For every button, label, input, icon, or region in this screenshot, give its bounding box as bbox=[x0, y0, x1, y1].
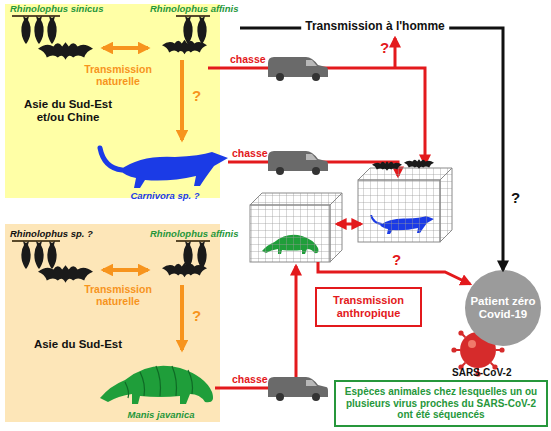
hunting-arrow bbox=[215, 266, 296, 388]
caged-bat bbox=[404, 159, 434, 169]
transmission-arrow bbox=[180, 285, 184, 350]
node-text: Asie du Sud-Est et/ou Chine bbox=[18, 98, 118, 124]
node-text: Transmission anthropique bbox=[317, 294, 420, 319]
hunting-arrow bbox=[228, 162, 398, 176]
van-icon bbox=[268, 151, 328, 175]
edge-label: ? bbox=[192, 88, 201, 105]
hunting-label: chasse bbox=[232, 374, 268, 386]
flying-bat bbox=[38, 265, 93, 283]
cage-side bbox=[440, 168, 452, 242]
van-icon bbox=[268, 57, 328, 81]
virus-spike bbox=[458, 330, 463, 335]
flying-bat bbox=[38, 42, 93, 60]
pangolin-scales bbox=[125, 366, 193, 398]
hanging-bat bbox=[197, 16, 206, 44]
patient-circle: Patient zéro Covid-19 bbox=[465, 270, 541, 346]
pangolin-body bbox=[100, 366, 213, 404]
node-text: Patient zéro Covid-19 bbox=[465, 295, 541, 321]
hanging-bat bbox=[47, 16, 56, 44]
caged-pangolin bbox=[262, 235, 319, 254]
transmission-arrow bbox=[240, 28, 503, 270]
species-name: Carnivora sp. ? bbox=[98, 191, 232, 202]
edge-label: Transmission naturelle bbox=[78, 64, 158, 88]
species-name: Rhinolophus affinis bbox=[150, 229, 239, 240]
transmission-arrow bbox=[103, 46, 148, 50]
region-box: Asie du Sud-Est et/ou Chine Rhinolophus s… bbox=[5, 4, 220, 198]
virus-highlight bbox=[468, 340, 476, 348]
hanging-bat bbox=[183, 241, 192, 269]
species-group: Manis javanica bbox=[95, 350, 227, 422]
hanging-bat bbox=[21, 16, 30, 44]
species-name: Rhinolophus sp. ? bbox=[10, 229, 93, 240]
edge-label: Transmission naturelle bbox=[78, 284, 158, 308]
region-box: Asie du Sud-EstRhinolophus sp. ?Rhinolop… bbox=[5, 224, 220, 422]
anthropic-arrows bbox=[318, 224, 470, 284]
note-box: Espèces animales chez lesquelles un ou p… bbox=[334, 380, 548, 427]
civet-tail bbox=[100, 148, 122, 170]
species-group: Rhinolophus affinis bbox=[148, 228, 240, 285]
species-group: Carnivora sp. ? bbox=[98, 140, 232, 204]
species-group: Rhinolophus affinis bbox=[148, 3, 240, 60]
question-mark: ? bbox=[392, 252, 401, 269]
civet-illustration bbox=[100, 148, 228, 188]
virus-spike bbox=[499, 347, 504, 352]
circle-shape bbox=[465, 270, 541, 346]
cage-top bbox=[250, 193, 342, 205]
uncertain-arrow bbox=[394, 38, 397, 68]
van-icon bbox=[268, 377, 328, 401]
civet-body bbox=[120, 152, 228, 188]
cage-side bbox=[330, 193, 342, 262]
hanging-bat bbox=[34, 16, 43, 44]
hunting-label: chasse bbox=[230, 54, 266, 66]
species-name: Manis javanica bbox=[95, 410, 227, 421]
pangolin-illustration bbox=[100, 366, 213, 404]
node-text: Espèces animales chez lesquelles un ou p… bbox=[342, 386, 540, 421]
transmission-arrow bbox=[180, 60, 184, 140]
hanging-bat bbox=[183, 16, 192, 44]
question-mark: ? bbox=[380, 40, 389, 57]
species-name: Rhinolophus affinis bbox=[150, 4, 239, 15]
flying-bat bbox=[162, 263, 207, 277]
virus-label: SARS-CoV-2 bbox=[452, 367, 511, 378]
hanging-bat bbox=[34, 241, 43, 269]
species-group: Rhinolophus sinicus bbox=[8, 3, 103, 65]
caged-civet bbox=[370, 215, 434, 234]
node-text: Asie du Sud-Est bbox=[28, 338, 128, 351]
hunting-label: chasse bbox=[232, 148, 268, 160]
cage-front bbox=[358, 180, 440, 242]
hunting-arrow bbox=[208, 68, 425, 164]
cage-front bbox=[250, 205, 330, 262]
hanging-bat bbox=[21, 241, 30, 269]
virus-spike bbox=[451, 347, 456, 352]
caged-bat bbox=[372, 161, 402, 171]
cage-right bbox=[358, 159, 452, 242]
hanging-bat bbox=[47, 241, 56, 269]
branch bbox=[12, 240, 210, 242]
flying-bat bbox=[162, 40, 207, 54]
hanging-bat bbox=[197, 241, 206, 269]
branch bbox=[12, 15, 210, 17]
species-group: Rhinolophus sp. ? bbox=[8, 228, 103, 290]
transmission-arrow bbox=[103, 268, 148, 272]
species-name: Rhinolophus sinicus bbox=[10, 4, 103, 15]
question-mark: ? bbox=[511, 190, 520, 207]
exchange-arrow bbox=[337, 223, 361, 226]
process-box: Transmission anthropique bbox=[315, 287, 422, 327]
edge-label: ? bbox=[192, 308, 201, 325]
hunting-arrows bbox=[208, 38, 425, 388]
edge-label: Transmission à l'homme bbox=[301, 20, 449, 33]
vans bbox=[268, 57, 328, 401]
bat-colony bbox=[12, 16, 210, 283]
cage-top bbox=[358, 168, 452, 180]
cage-left bbox=[250, 193, 342, 262]
